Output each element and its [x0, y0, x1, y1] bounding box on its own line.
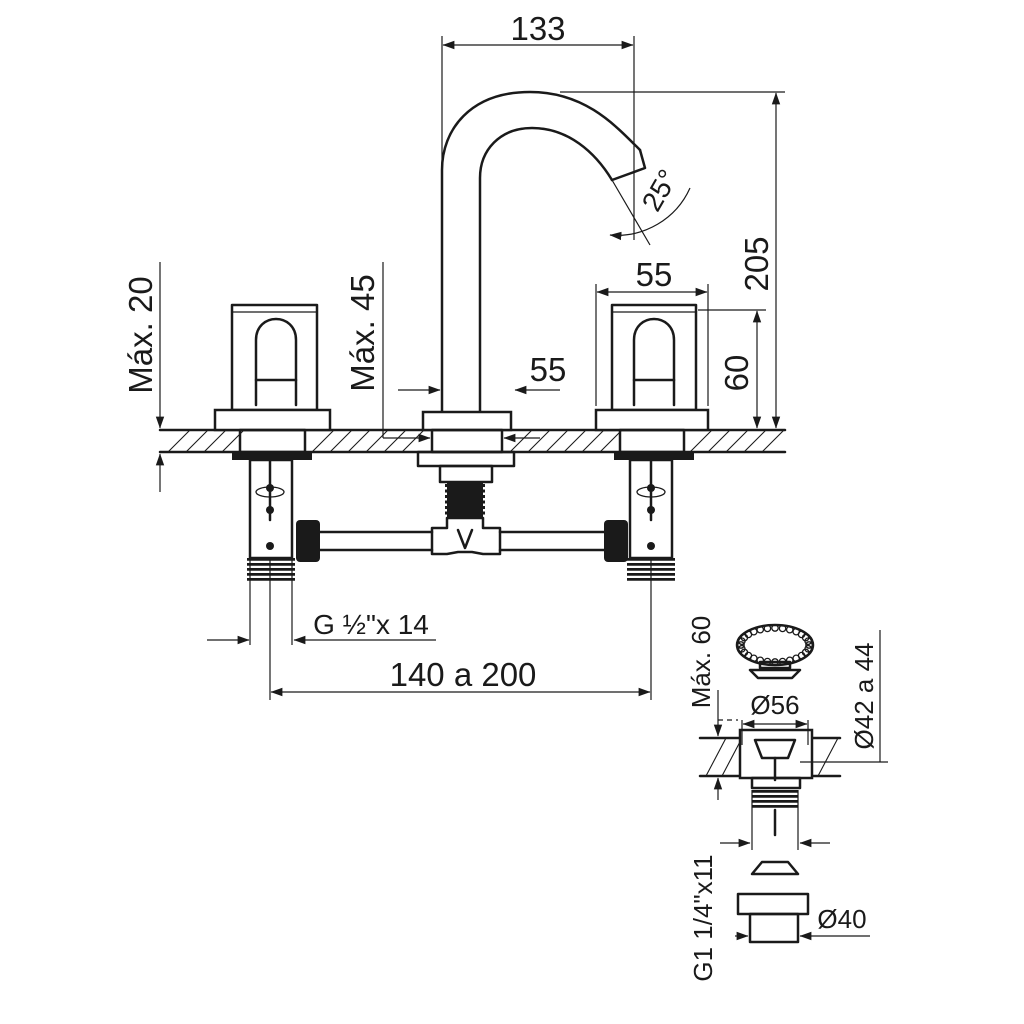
spout-reach-label: 133	[510, 10, 565, 47]
max-handle-thickness-label: Máx. 20	[122, 276, 159, 393]
countertop-hatching	[167, 429, 785, 453]
handle-height-label: 60	[718, 355, 755, 392]
drain-detail	[698, 623, 842, 944]
dimension-lines	[155, 36, 785, 700]
drain-max-thickness-label: Máx. 60	[686, 616, 716, 709]
max-spout-thickness-label: Máx. 45	[344, 274, 381, 391]
left-handle	[213, 303, 332, 581]
drain-flange-diameter-label: Ø56	[750, 690, 799, 720]
drain-countertop-hatching	[705, 737, 839, 777]
connection-pipes	[296, 516, 628, 562]
handle-width-label: 55	[636, 256, 673, 293]
countertop-section	[158, 428, 787, 454]
total-height-label: 205	[738, 236, 775, 291]
drain-dimension-lines	[713, 630, 888, 941]
spread-label: 140 a 200	[390, 656, 537, 693]
drain-hole-diameter-label: Ø42 a 44	[849, 643, 879, 750]
connection-thread-label: G ½"x 14	[313, 609, 429, 640]
spout	[416, 90, 647, 518]
drain-nut-diameter-label: Ø40	[817, 904, 866, 934]
spout-base-width-label: 55	[530, 351, 567, 388]
drain-thread-label: G1 1/4"x11	[688, 854, 718, 981]
